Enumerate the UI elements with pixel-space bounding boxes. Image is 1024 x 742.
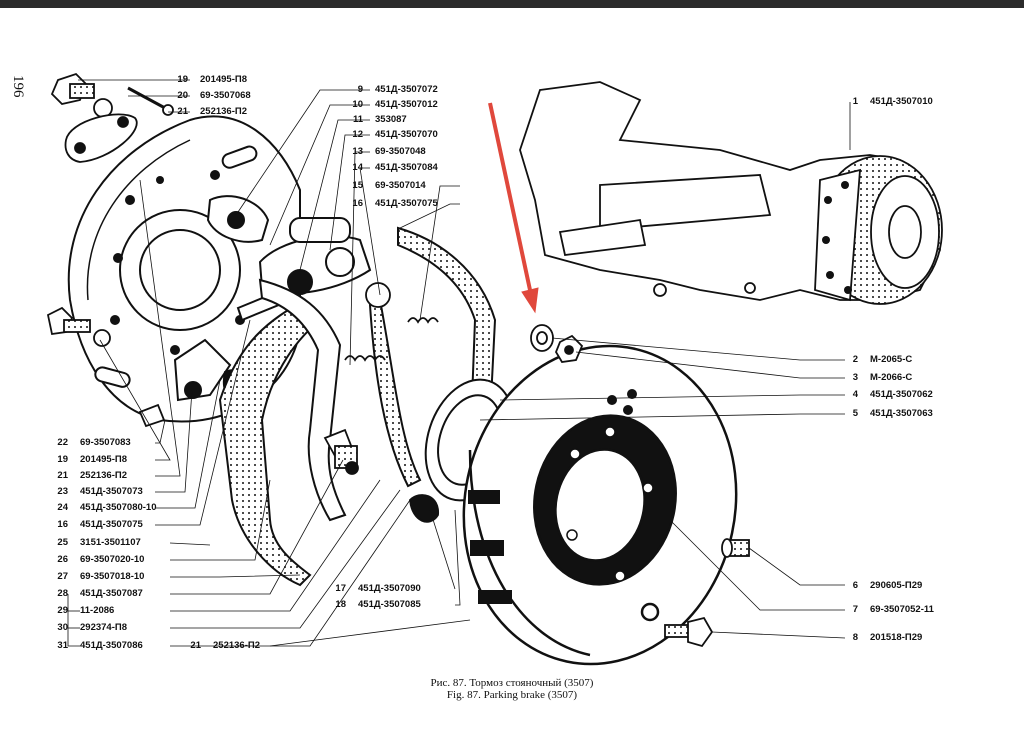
brake-drum — [462, 344, 738, 666]
figure-caption: Рис. 87. Тормоз стояночный (3507) Fig. 8… — [0, 677, 1024, 701]
leader-lines — [67, 79, 851, 647]
axle-housing-inset — [519, 81, 943, 305]
caption-russian: Рис. 87. Тормоз стояночный (3507) — [430, 677, 594, 689]
nut-and-washer — [530, 324, 584, 363]
brake-shoe-front — [218, 278, 347, 587]
bolt-and-washer — [50, 72, 174, 163]
return-springs — [344, 282, 439, 362]
backing-plate — [67, 115, 301, 423]
page-top-rule — [0, 0, 1024, 8]
adjuster — [323, 428, 439, 523]
drum-screws — [664, 538, 750, 648]
side-bolt — [46, 306, 166, 428]
red-pointer-arrow — [488, 102, 539, 314]
caption-english: Fig. 87. Parking brake (3507) — [446, 689, 578, 701]
